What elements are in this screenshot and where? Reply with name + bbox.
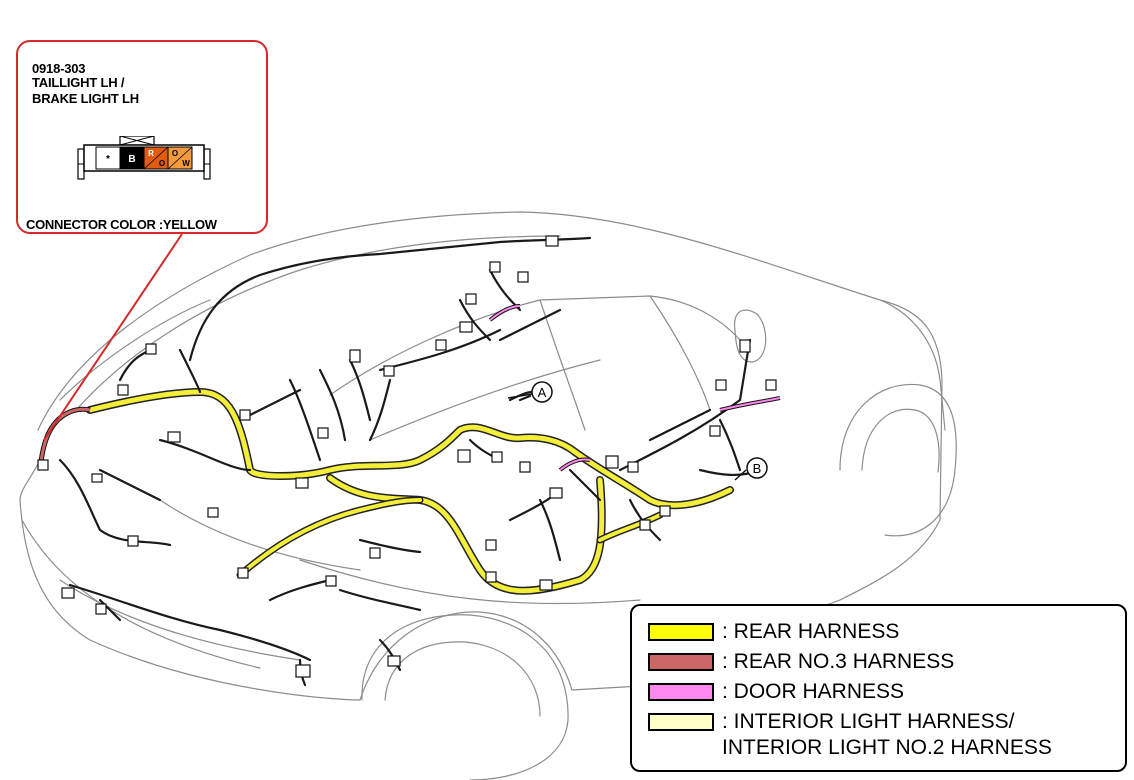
terminal-label: B (128, 154, 135, 165)
terminal-sublabel: W (182, 159, 190, 168)
connector-terminal: OW (167, 146, 193, 170)
legend-label: : DOOR HARNESS (722, 680, 905, 703)
legend-item-interior-light-harness: : INTERIOR LIGHT HARNESS/ (648, 710, 1015, 734)
rear-no3-harness-path-fill (38, 407, 91, 471)
legend-swatch (648, 623, 714, 641)
connector-color-note: CONNECTOR COLOR :YELLOW (26, 217, 217, 232)
harness-legend: : REAR HARNESS : REAR NO.3 HARNESS : DOO… (630, 604, 1127, 772)
marker-a-label: A (538, 385, 547, 400)
connector-name-line2: BRAKE LIGHT LH (32, 91, 139, 106)
terminal-label: R (148, 149, 154, 158)
legend-label: : INTERIOR LIGHT HARNESS/ (722, 710, 1015, 733)
reference-marker-b: B (734, 457, 768, 481)
terminal-label: O (172, 149, 178, 158)
connector-callout: 0918-303 TAILLIGHT LH / BRAKE LIGHT LH *… (16, 40, 268, 234)
rear-harness-path (86, 388, 734, 595)
legend-item-door-harness: : DOOR HARNESS (648, 680, 904, 704)
callout-leader-line (43, 233, 183, 441)
legend-label-continuation: INTERIOR LIGHT NO.2 HARNESS (722, 736, 1052, 759)
reference-marker-a: A (507, 381, 553, 403)
terminal-sublabel: O (159, 159, 165, 168)
connector-terminal: B (119, 146, 145, 170)
legend-item-rear-no3-harness: : REAR NO.3 HARNESS (648, 650, 954, 674)
legend-swatch (648, 683, 714, 701)
legend-swatch (648, 713, 714, 731)
legend-item-rear-harness: : REAR HARNESS (648, 620, 899, 644)
connector-terminal: * (95, 146, 121, 170)
legend-label: : REAR NO.3 HARNESS (722, 650, 955, 673)
connector-name-line1: TAILLIGHT LH / (32, 75, 125, 90)
legend-swatch (648, 653, 714, 671)
connector-part-number: 0918-303 (32, 61, 86, 76)
door-harness-path-fill (489, 305, 781, 471)
terminal-label: * (106, 154, 110, 165)
marker-b-label: B (753, 461, 762, 476)
legend-label: : REAR HARNESS (722, 620, 900, 643)
connector-terminal: RO (143, 146, 169, 170)
harness-connectors (37, 235, 777, 678)
car-body-outline (19, 211, 957, 780)
